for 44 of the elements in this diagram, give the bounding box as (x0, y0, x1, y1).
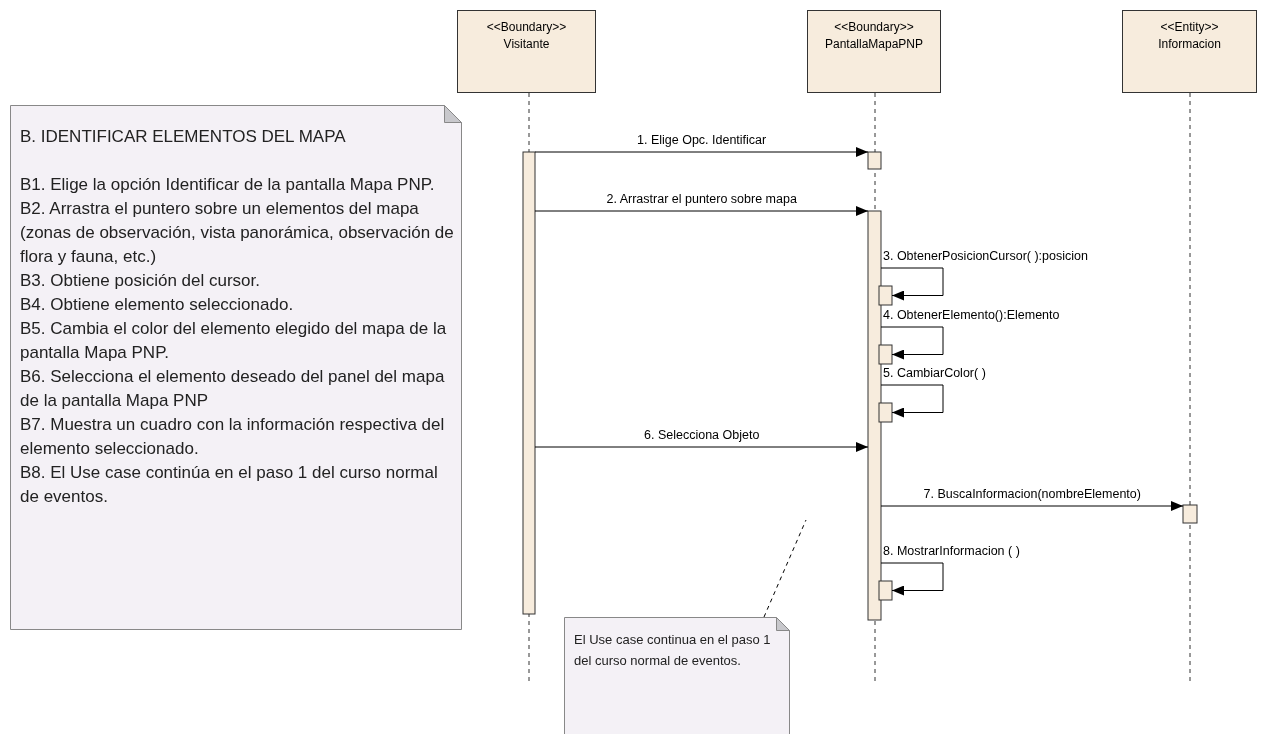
lifeline-name: Informacion (1157, 36, 1222, 53)
message-label: 1. Elige Opc. Identificar (637, 133, 767, 147)
message-label: 7. BuscaInformacion(nombreElemento) (923, 487, 1141, 501)
lifeline-name: Visitante (502, 36, 551, 53)
note-text: B6. Selecciona el elemento deseado del panel del mapa de la pantalla Mapa PNP (20, 366, 446, 412)
activation-bar (1182, 504, 1198, 524)
message-arrow (534, 147, 869, 157)
activation-bar (878, 344, 893, 365)
message-arrow (880, 326, 944, 360)
stereotype-label: <<Entity>> (1159, 19, 1220, 36)
note-text: B2. Arrastra el puntero sobre un elementos del mapa (zonas de observación, vista panorámica, observación de flora y fauna, etc.) (20, 198, 454, 268)
activation-bar (878, 402, 893, 423)
message-label: 3. ObtenerPosicionCursor( ):posicion (883, 249, 1088, 263)
lifeline-head (807, 10, 941, 93)
note-text: B4. Obtiene elemento seleccionado. (20, 294, 295, 316)
lifeline-name: PantallaMapaPNP (823, 36, 925, 53)
note-text: B7. Muestra un cuadro con la información respectiva del elemento seleccionado. (20, 414, 446, 460)
note-heading: B. IDENTIFICAR ELEMENTOS DEL MAPA (20, 126, 347, 148)
activation-bar (522, 151, 536, 615)
message-arrow (534, 442, 869, 452)
note-text: B8. El Use case continúa en el paso 1 del curso normal de eventos. (20, 462, 439, 508)
message-label: 4. ObtenerElemento():Elemento (883, 308, 1060, 322)
message-arrow (880, 384, 944, 418)
stereotype-label: <<Boundary>> (485, 19, 568, 36)
note-text: El Use case continua en el paso 1 del curso normal de eventos. (574, 631, 772, 670)
message-label: 6. Selecciona Objeto (644, 428, 760, 442)
activation-bar (867, 151, 882, 170)
message-arrow (880, 267, 944, 301)
message-label: 5. CambiarColor( ) (883, 366, 986, 380)
leader-line (763, 519, 807, 618)
activation-bar (878, 580, 893, 601)
message-label: 8. MostrarInformacion ( ) (883, 544, 1020, 558)
message-label: 2. Arrastrar el puntero sobre mapa (606, 192, 797, 206)
note-text: B3. Obtiene posición del cursor. (20, 270, 262, 292)
note-text: B5. Cambia el color del elemento elegido del mapa de la pantalla Mapa PNP. (20, 318, 448, 364)
activation-bar (878, 285, 893, 306)
stereotype-label: <<Boundary>> (833, 19, 915, 36)
lifeline-head (457, 10, 596, 93)
message-arrow (880, 501, 1184, 511)
message-arrow (534, 206, 869, 216)
message-arrow (880, 562, 944, 596)
note-text: B1. Elige la opción Identificar de la pantalla Mapa PNP. (20, 174, 436, 196)
activation-bar (867, 210, 882, 621)
lifeline-head (1122, 10, 1257, 93)
